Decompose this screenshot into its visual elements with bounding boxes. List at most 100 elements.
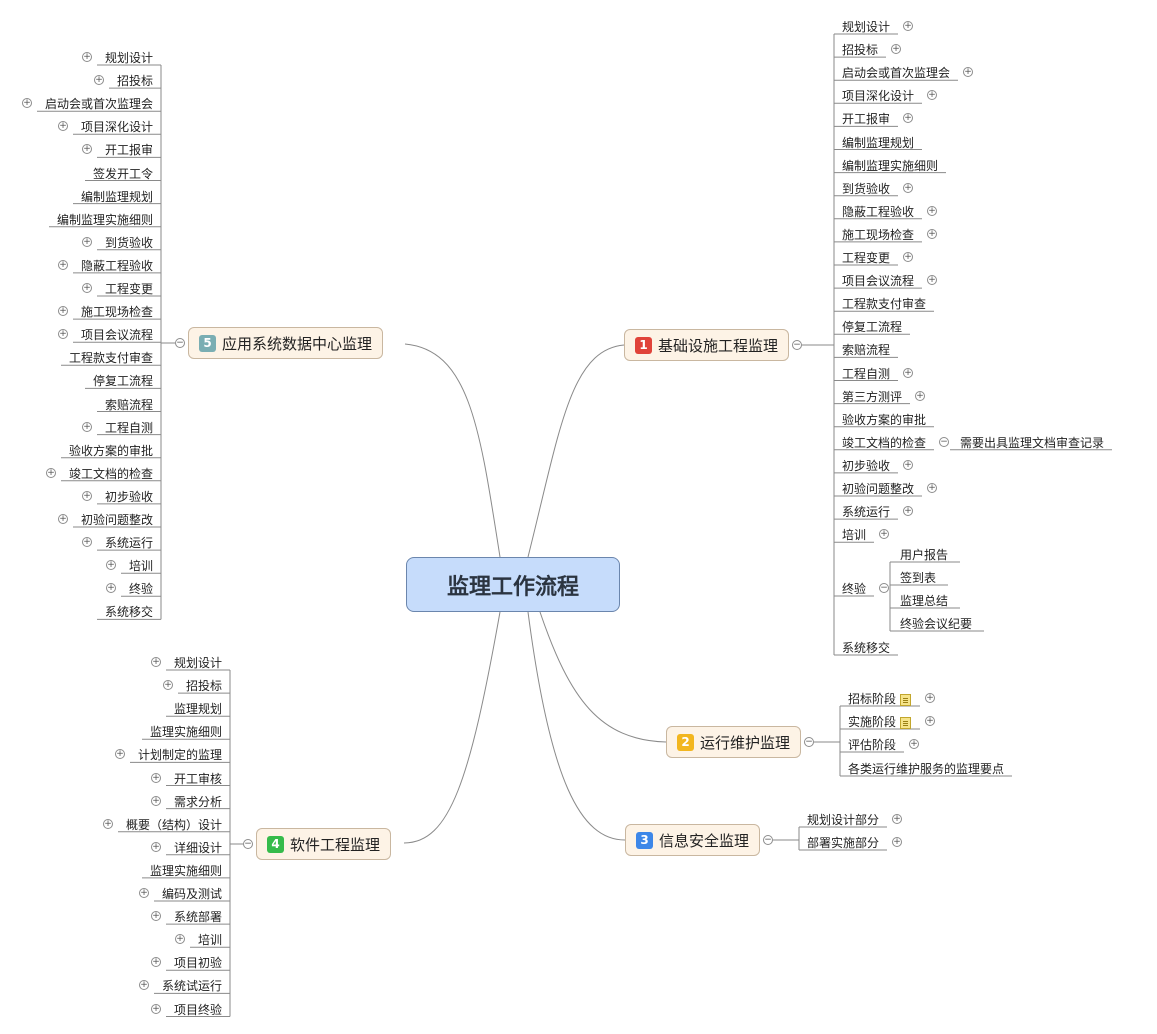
expand-icon[interactable]: + — [915, 390, 925, 401]
branch-node[interactable]: 系统运行 — [842, 505, 891, 520]
branch-node[interactable]: 评估阶段 — [848, 738, 897, 752]
branch-node[interactable]: 概要（结构）设计 — [125, 817, 222, 832]
branch-node[interactable]: 详细设计 — [173, 840, 222, 855]
expand-icon[interactable]: + — [45, 467, 56, 478]
branch-node[interactable]: 招投标 — [842, 43, 879, 58]
branch-node[interactable]: 启动会或首次监理会 — [44, 97, 153, 112]
expand-icon[interactable]: + — [963, 67, 973, 78]
collapse-icon[interactable]: − — [804, 737, 814, 747]
branch-node[interactable]: 工程自测 — [104, 420, 153, 435]
branch-node[interactable]: 签发开工令 — [92, 166, 153, 181]
expand-icon[interactable]: + — [105, 583, 116, 594]
expand-icon[interactable]: + — [81, 52, 92, 62]
branch-node[interactable]: 系统移交 — [104, 605, 153, 620]
branch-node[interactable]: 招投标 — [185, 679, 222, 694]
branch-node[interactable]: 工程款支付审查 — [68, 351, 153, 366]
branch-node[interactable]: 开工审核 — [173, 771, 222, 786]
collapse-icon[interactable]: − — [879, 583, 889, 593]
expand-icon[interactable]: + — [927, 275, 937, 286]
branch-node[interactable]: 编制监理规划 — [842, 135, 915, 150]
branch-node[interactable]: 编制监理规划 — [80, 189, 153, 204]
branch-node[interactable]: 初验问题整改 — [842, 482, 915, 496]
collapse-icon[interactable]: − — [939, 436, 949, 447]
branch-node[interactable]: 工程变更 — [842, 251, 891, 265]
branch-node[interactable]: 监理实施细则 — [149, 863, 222, 878]
branch-node[interactable]: 系统移交 — [842, 641, 891, 655]
expand-icon[interactable]: + — [927, 483, 937, 493]
branch-node[interactable]: 招标阶段 — [844, 691, 915, 707]
branch-node[interactable]: 终验会议纪要 — [900, 617, 973, 631]
branch-node[interactable]: 监理实施细则 — [149, 725, 222, 740]
branch-node[interactable]: 需要出具监理文档审查记录 — [960, 435, 1105, 450]
branch-node[interactable]: 停复工流程 — [92, 374, 153, 389]
branch-node[interactable]: 培训 — [197, 933, 222, 948]
expand-icon[interactable]: + — [57, 306, 68, 317]
branch-node[interactable]: 开工报审 — [842, 112, 891, 127]
branch-node[interactable]: 项目会议流程 — [842, 274, 915, 289]
expand-icon[interactable]: + — [891, 44, 901, 55]
expand-icon[interactable]: + — [903, 113, 913, 124]
expand-icon[interactable]: + — [892, 814, 902, 824]
expand-icon[interactable]: + — [81, 537, 92, 548]
expand-icon[interactable]: + — [903, 182, 913, 193]
branch-node[interactable]: 系统运行 — [104, 536, 153, 551]
note-icon[interactable] — [900, 693, 912, 706]
central-topic[interactable]: 监理工作流程 — [406, 557, 620, 612]
expand-icon[interactable]: + — [892, 837, 902, 847]
expand-icon[interactable]: + — [138, 888, 149, 898]
branch-node[interactable]: 需求分析 — [173, 794, 222, 809]
branch-node[interactable]: 工程款支付审查 — [842, 297, 927, 312]
collapse-icon[interactable]: − — [243, 839, 253, 849]
expand-icon[interactable]: + — [114, 749, 125, 760]
branch-node[interactable]: 规划设计 — [104, 51, 153, 65]
expand-icon[interactable]: + — [105, 560, 116, 571]
branch-node[interactable]: 索赔流程 — [842, 343, 891, 358]
expand-icon[interactable]: + — [150, 841, 161, 852]
branch-node[interactable]: 监理总结 — [900, 594, 949, 608]
branch-node[interactable]: 开工报审 — [104, 143, 153, 158]
branch-node[interactable]: 项目会议流程 — [80, 328, 153, 343]
expand-icon[interactable]: + — [150, 772, 161, 783]
topic-infrastructure[interactable]: 1 基础设施工程监理 — [624, 329, 790, 361]
topic-operation[interactable]: 2 运行维护监理 — [666, 726, 802, 758]
branch-node[interactable]: 到货验收 — [104, 235, 153, 250]
expand-icon[interactable]: + — [927, 90, 937, 101]
branch-node[interactable]: 监理规划 — [173, 702, 222, 717]
branch-node[interactable]: 初步验收 — [842, 458, 891, 473]
topic-security[interactable]: 3 信息安全监理 — [625, 824, 761, 856]
branch-node[interactable]: 规划设计 — [173, 656, 222, 670]
branch-node[interactable]: 规划设计 — [842, 20, 891, 34]
expand-icon[interactable]: + — [81, 490, 92, 501]
branch-node[interactable]: 施工现场检查 — [80, 305, 153, 320]
branch-node[interactable]: 培训 — [128, 559, 153, 574]
branch-node[interactable]: 验收方案的审批 — [68, 443, 153, 458]
expand-icon[interactable]: + — [903, 506, 913, 517]
collapse-icon[interactable]: − — [763, 835, 773, 845]
branch-node[interactable]: 计划制定的监理 — [137, 748, 222, 763]
collapse-icon[interactable]: − — [792, 340, 802, 350]
expand-icon[interactable]: + — [162, 680, 173, 691]
note-icon[interactable] — [900, 716, 912, 729]
branch-node[interactable]: 索赔流程 — [104, 397, 153, 412]
branch-node[interactable]: 竣工文档的检查 — [68, 466, 153, 481]
expand-icon[interactable]: + — [57, 121, 68, 132]
branch-node[interactable]: 系统试运行 — [161, 979, 222, 994]
branch-node[interactable]: 初步验收 — [104, 489, 153, 504]
branch-node[interactable]: 项目深化设计 — [842, 89, 915, 104]
branch-node[interactable]: 初验问题整改 — [80, 513, 153, 527]
branch-node[interactable]: 签到表 — [900, 571, 937, 585]
branch-node[interactable]: 招投标 — [116, 74, 153, 89]
branch-node[interactable]: 施工现场检查 — [842, 227, 915, 242]
branch-node[interactable]: 各类运行维护服务的监理要点 — [848, 762, 1005, 776]
expand-icon[interactable]: + — [903, 367, 913, 378]
expand-icon[interactable]: + — [81, 236, 92, 247]
expand-icon[interactable]: + — [57, 329, 68, 340]
expand-icon[interactable]: + — [150, 795, 161, 806]
expand-icon[interactable]: + — [138, 980, 149, 991]
branch-node[interactable]: 隐蔽工程验收 — [842, 204, 915, 219]
branch-node[interactable]: 系统部署 — [173, 910, 222, 925]
expand-icon[interactable]: + — [81, 144, 92, 155]
expand-icon[interactable]: + — [150, 911, 161, 922]
expand-icon[interactable]: + — [57, 259, 68, 270]
branch-node[interactable]: 编制监理实施细则 — [56, 212, 153, 227]
